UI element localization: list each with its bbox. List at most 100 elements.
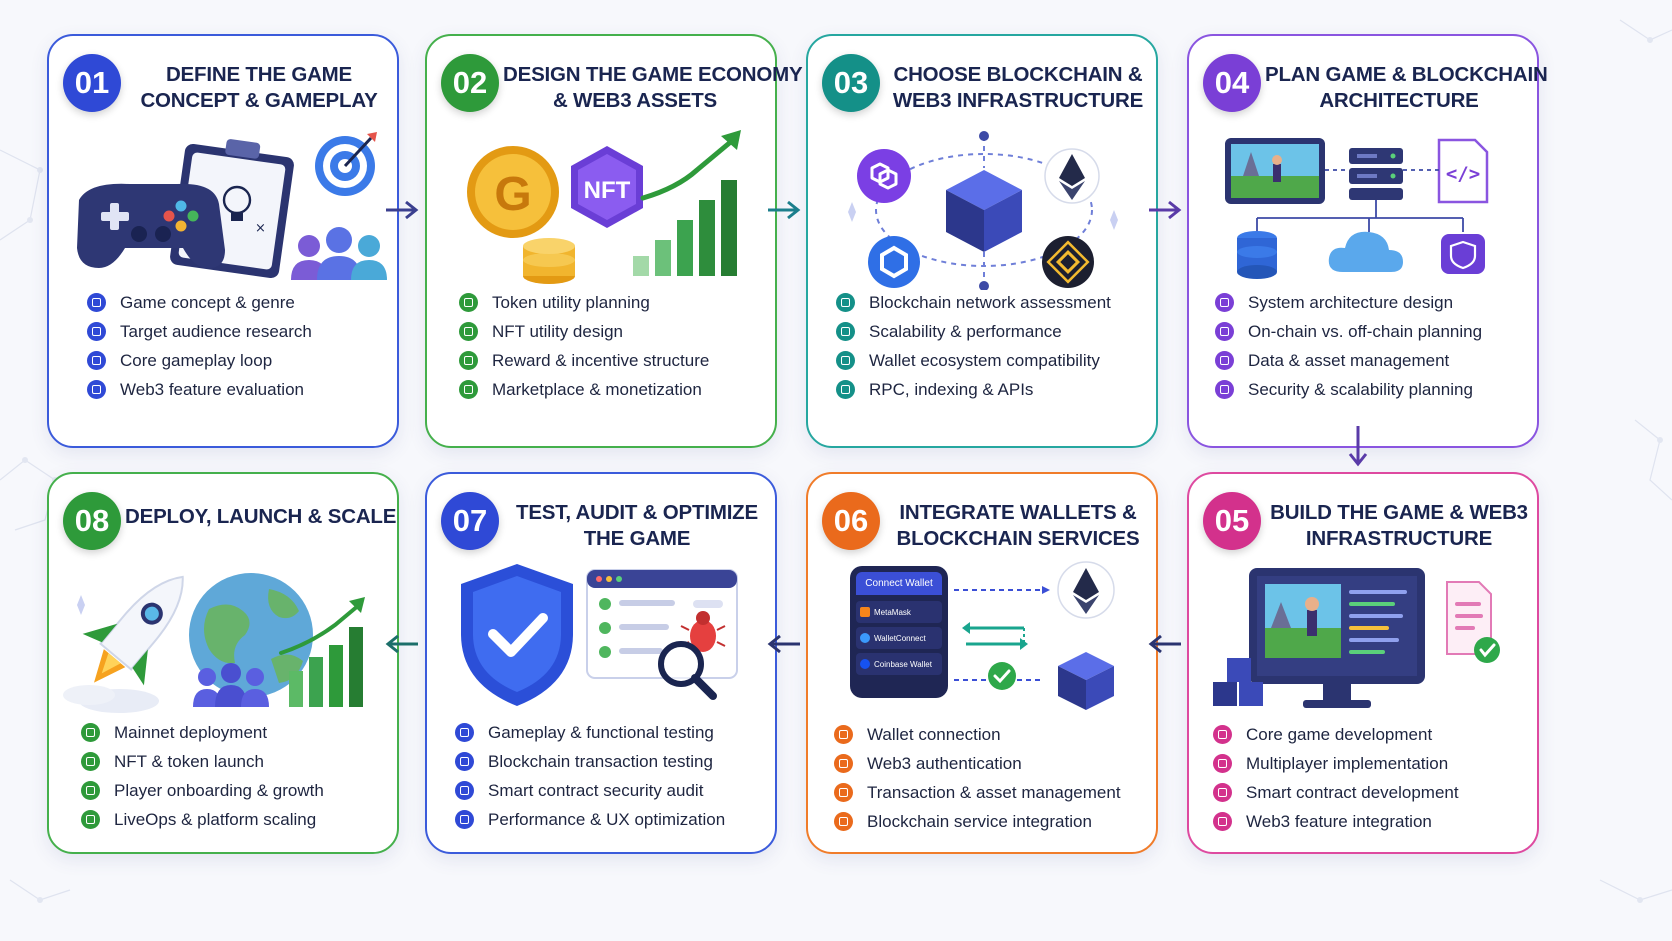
list-item: Web3 feature evaluation <box>87 375 312 404</box>
arrow-left-icon <box>385 634 418 654</box>
step-card-07: 07 TEST, AUDIT & OPTIMIZE THE GAME <box>425 472 777 854</box>
step-card-04: 04 PLAN GAME & BLOCKCHAIN ARCHITECTURE <box>1187 34 1548 448</box>
step-title-line: DEPLOY, LAUNCH & SCALE <box>125 505 397 528</box>
list-item: On-chain vs. off-chain planning <box>1215 317 1482 346</box>
list-item: Player onboarding & growth <box>81 776 324 805</box>
economy-illustration: G NFT <box>467 130 741 284</box>
step-title: DESIGN THE GAME ECONOMY & WEB3 ASSETS <box>503 62 803 114</box>
step-title-line: DESIGN THE GAME ECONOMY <box>503 63 803 86</box>
step-card-03: 03 CHOOSE BLOCKCHAIN & WEB3 INFRASTRUCTU… <box>806 34 1158 448</box>
step-title-line: INFRASTRUCTURE <box>1305 527 1493 550</box>
step-card-01: 01 DEFINE THE GAME CONCEPT & GAMEPLAY × … <box>47 34 399 448</box>
list-item: Performance & UX optimization <box>455 805 725 834</box>
step-title: CHOOSE BLOCKCHAIN & WEB3 INFRASTRUCTURE <box>888 62 1148 114</box>
users-icon <box>193 663 269 707</box>
list-item: Multiplayer implementation <box>1213 749 1459 778</box>
phone-icon: Connect Wallet MetaMask WalletConnect Co… <box>850 566 948 698</box>
step-badge: 04 <box>1203 54 1261 112</box>
shield-icon <box>1441 234 1485 274</box>
list-item: Mainnet deployment <box>81 718 324 747</box>
growth-chart-icon <box>279 597 365 707</box>
phone-header: Connect Wallet <box>856 572 942 595</box>
step-title-line: THE GAME <box>583 527 691 550</box>
list-item: Target audience research <box>87 317 312 346</box>
list-item: NFT & token launch <box>81 747 324 776</box>
ethereum-icon <box>1057 561 1115 619</box>
list-item: Reward & incentive structure <box>459 346 709 375</box>
globe-icon <box>189 573 313 697</box>
wallet-option-walletconnect[interactable]: WalletConnect <box>856 627 942 649</box>
list-item: Wallet ecosystem compatibility <box>836 346 1111 375</box>
step-badge: 06 <box>822 492 880 550</box>
svg-text:G: G <box>494 168 531 221</box>
coinbase-icon <box>860 659 870 669</box>
list-item: Scalability & performance <box>836 317 1111 346</box>
monitor-icon <box>1249 568 1425 708</box>
cube-icon <box>946 170 1022 252</box>
step-card-02: 02 DESIGN THE GAME ECONOMY & WEB3 ASSETS… <box>425 34 803 448</box>
database-icon <box>1237 231 1277 279</box>
document-icon <box>1446 581 1492 655</box>
step-title: BUILD THE GAME & WEB3 INFRASTRUCTURE <box>1269 500 1529 552</box>
list-item: System architecture design <box>1215 288 1482 317</box>
step-items: Blockchain network assessment Scalabilit… <box>836 288 1111 404</box>
list-item: Marketplace & monetization <box>459 375 709 404</box>
metamask-icon <box>860 607 870 617</box>
ethereum-icon <box>1044 148 1100 204</box>
cubes-icon <box>1213 658 1263 706</box>
monitor-icon <box>1225 138 1325 204</box>
rocket-icon <box>82 575 184 686</box>
step-card-06: 06 INTEGRATE WALLETS & BLOCKCHAIN SERVIC… <box>806 472 1158 854</box>
list-item: Blockchain service integration <box>834 807 1121 836</box>
arrow-left-icon <box>1148 634 1181 654</box>
step-title-line: PLAN GAME & BLOCKCHAIN <box>1265 63 1548 86</box>
step-title-line: CONCEPT & GAMEPLAY <box>140 89 378 112</box>
list-item: Gameplay & functional testing <box>455 718 725 747</box>
check-icon <box>988 662 1016 690</box>
step-title: DEPLOY, LAUNCH & SCALE <box>125 504 397 530</box>
step-title: INTEGRATE WALLETS & BLOCKCHAIN SERVICES <box>888 500 1148 552</box>
wallet-option-metamask[interactable]: MetaMask <box>856 601 942 623</box>
testing-illustration <box>461 564 738 706</box>
list-item: Web3 authentication <box>834 749 1121 778</box>
concept-illustration: × × <box>77 132 387 280</box>
step-items: Game concept & genre Target audience res… <box>87 288 312 404</box>
step-title: TEST, AUDIT & OPTIMIZE THE GAME <box>507 500 767 552</box>
polygon-icon <box>857 149 911 203</box>
step-badge: 03 <box>822 54 880 112</box>
shield-icon <box>461 564 573 706</box>
architecture-illustration: </> <box>1225 138 1489 279</box>
coin-icon: G <box>467 146 575 284</box>
step-title: PLAN GAME & BLOCKCHAIN ARCHITECTURE <box>1265 62 1548 114</box>
arrow-right-icon <box>768 200 801 220</box>
magnifier-icon <box>658 641 717 700</box>
check-icon <box>1474 637 1500 663</box>
list-item: LiveOps & platform scaling <box>81 805 324 834</box>
step-items: System architecture design On-chain vs. … <box>1215 288 1482 404</box>
step-title: DEFINE THE GAME CONCEPT & GAMEPLAY <box>129 62 389 114</box>
step-title-line: TEST, AUDIT & OPTIMIZE <box>516 501 758 524</box>
nft-hexagon-icon: NFT <box>571 146 643 228</box>
list-item: Core game development <box>1213 720 1459 749</box>
svg-text:</>: </> <box>1446 163 1480 185</box>
launch-illustration <box>63 573 365 713</box>
svg-text:×: × <box>255 221 266 236</box>
cloud-icon <box>1328 231 1403 272</box>
step-title-line: WEB3 INFRASTRUCTURE <box>892 89 1144 112</box>
users-icon <box>291 227 387 280</box>
list-item: NFT utility design <box>459 317 709 346</box>
list-item: Data & asset management <box>1215 346 1482 375</box>
step-title-line: & WEB3 ASSETS <box>552 89 718 112</box>
list-item: Smart contract security audit <box>455 776 725 805</box>
step-card-05: 05 BUILD THE GAME & WEB3 INFRASTRUCTURE <box>1187 472 1539 854</box>
step-title-line: INTEGRATE WALLETS & <box>899 501 1137 524</box>
list-item: Transaction & asset management <box>834 778 1121 807</box>
step-items: Mainnet deployment NFT & token launch Pl… <box>81 718 324 834</box>
list-item: Wallet connection <box>834 720 1121 749</box>
list-item: RPC, indexing & APIs <box>836 375 1111 404</box>
arrow-down-icon <box>1348 426 1368 467</box>
wallet-option-coinbase[interactable]: Coinbase Wallet <box>856 653 942 675</box>
build-illustration <box>1213 568 1500 708</box>
list-item: Smart contract development <box>1213 778 1459 807</box>
step-title-line: BLOCKCHAIN SERVICES <box>896 527 1140 550</box>
